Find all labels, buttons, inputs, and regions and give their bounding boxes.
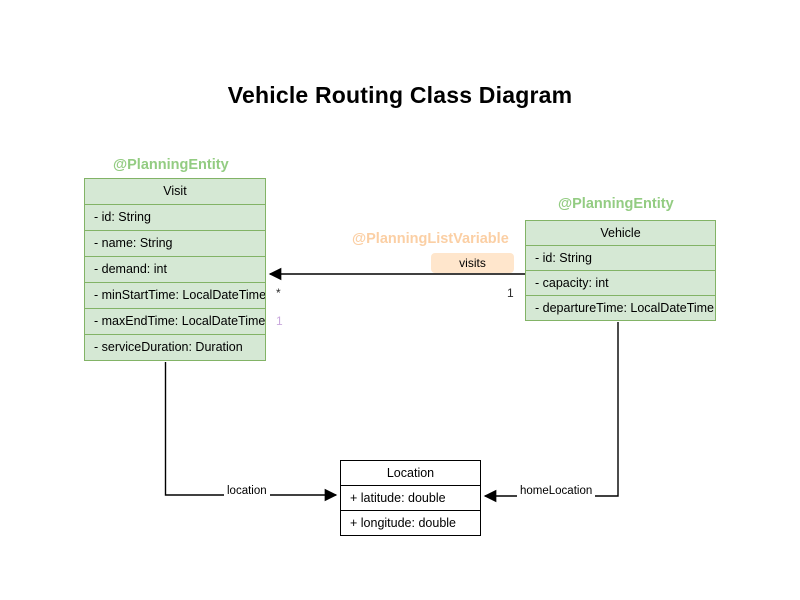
class-field-visit-min-start-time: - minStartTime: LocalDateTime — [84, 282, 266, 309]
annotation-planning-entity-vehicle: @PlanningEntity — [558, 196, 674, 212]
class-field-visit-id: - id: String — [84, 204, 266, 231]
class-box-location[interactable]: Location + latitude: double + longitude:… — [340, 460, 481, 536]
class-field-visit-service-duration: - serviceDuration: Duration — [84, 334, 266, 361]
class-field-visit-name: - name: String — [84, 230, 266, 257]
edge-label-visits: visits — [431, 253, 514, 273]
multiplicity-visit-location-source: 1 — [276, 314, 283, 328]
class-box-vehicle[interactable]: Vehicle - id: String - capacity: int - d… — [525, 220, 716, 321]
class-field-visit-max-end-time: - maxEndTime: LocalDateTime — [84, 308, 266, 335]
page-title: Vehicle Routing Class Diagram — [227, 82, 573, 108]
class-field-vehicle-departure-time: - departureTime: LocalDateTime — [525, 295, 716, 321]
class-title-vehicle: Vehicle — [525, 220, 716, 246]
annotation-planning-list-variable: @PlanningListVariable — [352, 231, 509, 247]
edge-home-location — [483, 322, 619, 503]
edge-label-location: location — [224, 485, 270, 497]
class-title-visit: Visit — [84, 178, 266, 205]
multiplicity-visits-target: * — [276, 286, 281, 300]
class-box-visit[interactable]: Visit - id: String - name: String - dema… — [84, 178, 266, 361]
class-title-location: Location — [340, 460, 481, 486]
annotation-planning-entity-visit: @PlanningEntity — [113, 157, 229, 173]
class-field-vehicle-capacity: - capacity: int — [525, 270, 716, 296]
class-field-location-latitude: + latitude: double — [340, 485, 481, 511]
class-field-visit-demand: - demand: int — [84, 256, 266, 283]
edge-location — [164, 362, 338, 502]
class-field-vehicle-id: - id: String — [525, 245, 716, 271]
edge-label-home-location: homeLocation — [517, 485, 596, 497]
multiplicity-visits-source: 1 — [507, 286, 514, 300]
class-field-location-longitude: + longitude: double — [340, 510, 481, 536]
